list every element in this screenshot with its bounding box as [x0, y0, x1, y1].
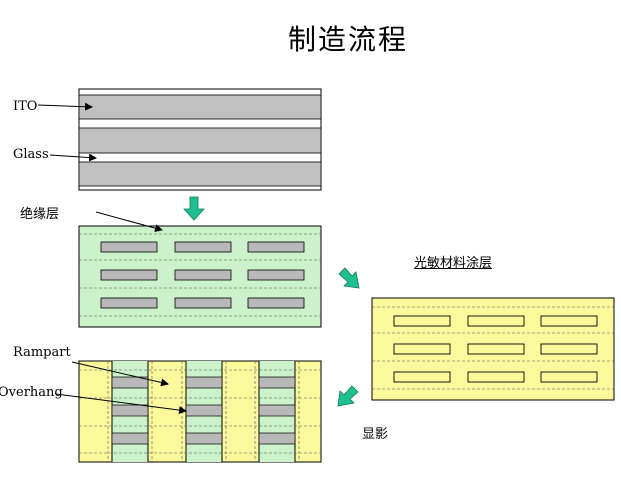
photoresist-block	[393, 343, 451, 355]
glass-label: Glass	[13, 147, 49, 162]
photoresist-block	[393, 371, 451, 383]
return-arrow	[337, 385, 359, 407]
rampart-block	[185, 376, 223, 389]
rampart-block	[185, 432, 223, 445]
insulation-block	[100, 297, 158, 309]
photoresist-block	[393, 315, 451, 327]
ito-label: ITO	[13, 99, 38, 114]
ito-stripe	[78, 127, 322, 154]
ito-stripe	[78, 161, 322, 187]
developed-panel	[78, 360, 322, 463]
photoresist-panel	[371, 297, 615, 401]
photoresist-block	[540, 343, 598, 355]
development-label: 显影	[362, 427, 389, 442]
photoresist-block	[467, 343, 525, 355]
rampart-block	[258, 404, 296, 417]
insulation-pointer-arrow	[95, 211, 163, 233]
rampart-label: Rampart	[13, 345, 71, 360]
rampart-block	[185, 404, 223, 417]
down-arrow	[183, 196, 205, 221]
rampart-pointer-arrow	[71, 361, 169, 387]
overhang-label: Overhang	[0, 385, 63, 400]
photoresist-block	[540, 315, 598, 327]
photoresist-block	[467, 371, 525, 383]
photoresist-block	[467, 315, 525, 327]
rampart-block	[111, 404, 149, 417]
photoresist-coating-label: 光敏材料涂层	[414, 256, 493, 271]
rampart-block	[111, 376, 149, 389]
insulation-panel	[78, 225, 322, 328]
ito-stripe	[78, 94, 322, 120]
ito-glass-panel	[78, 88, 322, 191]
rampart-block	[258, 432, 296, 445]
overhang-pointer-arrow	[55, 393, 187, 415]
insulation-block	[100, 241, 158, 253]
glass-pointer-arrow	[49, 153, 97, 162]
rampart-block	[258, 376, 296, 389]
photoresist-block	[540, 371, 598, 383]
insulation-block	[174, 241, 232, 253]
insulation-layer-label: 绝缘层	[20, 207, 60, 222]
insulation-block	[247, 241, 305, 253]
insulation-block	[247, 269, 305, 281]
insulation-block	[174, 269, 232, 281]
page-title: 制造流程	[288, 23, 409, 56]
insulation-block	[174, 297, 232, 309]
diagonal-arrow	[338, 267, 360, 289]
rampart-block	[111, 432, 149, 445]
insulation-block	[247, 297, 305, 309]
insulation-block	[100, 269, 158, 281]
ito-pointer-arrow	[37, 102, 93, 111]
